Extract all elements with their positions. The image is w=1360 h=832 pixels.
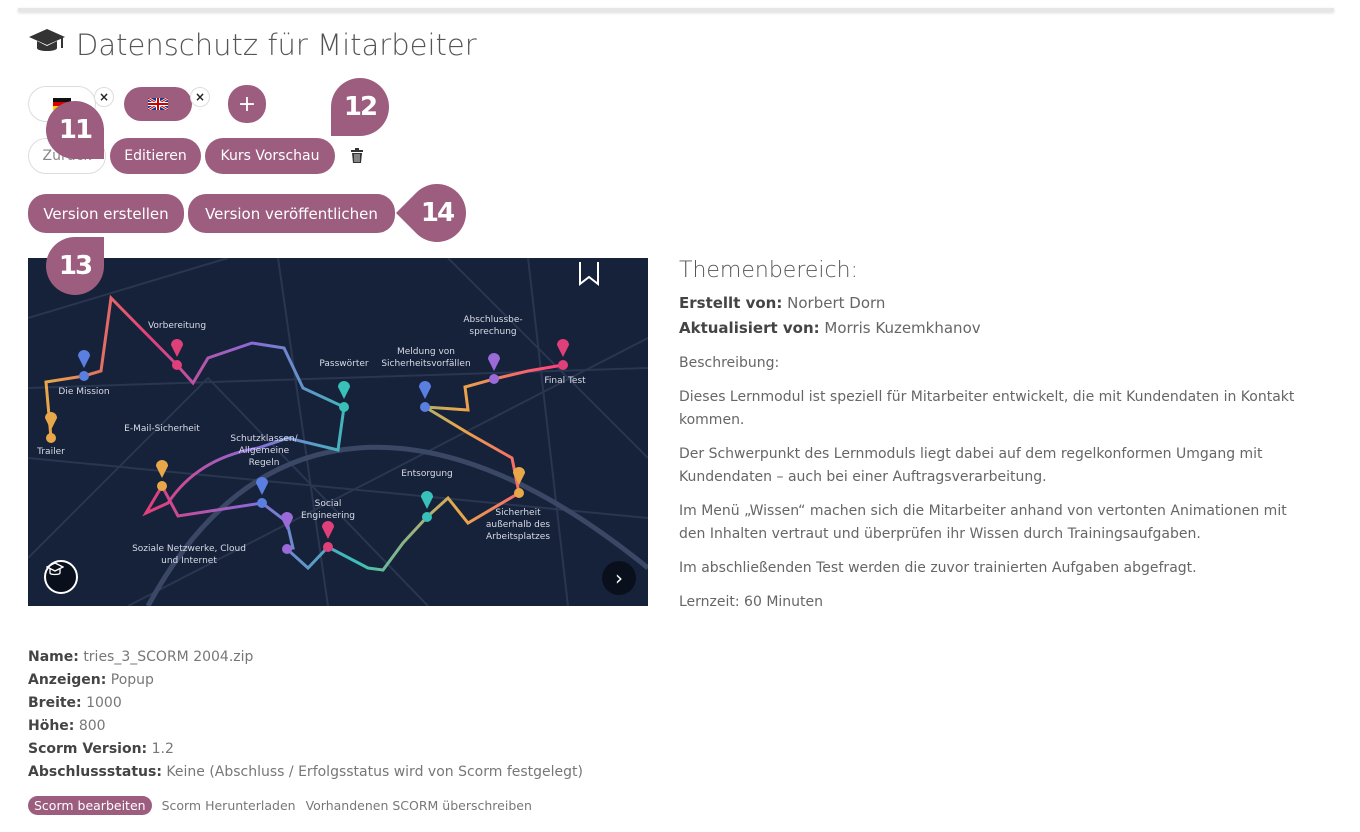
station-label: Arbeitsplatzes [485, 532, 551, 542]
station-label: Passwörter [319, 359, 369, 369]
annotation-marker-12 [331, 78, 389, 136]
station-label: Regeln [248, 458, 280, 468]
graduation-cap-icon [46, 562, 64, 576]
station-label: Vorbereitung [147, 321, 207, 331]
scorm-row-name: Name: tries_3_SCORM 2004.zip [28, 649, 254, 665]
scorm-row-display: Anzeigen: Popup [28, 672, 154, 688]
create-version-button[interactable]: Version erstellen [28, 194, 184, 233]
route-line [44, 294, 564, 572]
station-label: sprechung [469, 327, 517, 337]
course-details: Themenbereich: Erstellt von: Norbert Dor… [679, 258, 1309, 614]
remove-language-gb-button[interactable]: × [190, 87, 210, 107]
updated-by-label: Aktualisiert von: [679, 319, 820, 337]
page-title: Datenschutz für Mitarbeiter [28, 26, 477, 63]
station-label: Trailer [37, 447, 65, 457]
map-pins [45, 339, 569, 554]
download-scorm-link[interactable]: Scorm Herunterladen [161, 798, 296, 813]
annotation-number: 14 [420, 198, 455, 228]
remove-language-de-button[interactable]: × [94, 87, 114, 107]
description-paragraph: Dieses Lernmodul ist speziell für Mitarb… [679, 389, 1295, 428]
scorm-actions: Scorm bearbeiten Scorm Herunterladen Vor… [28, 796, 532, 815]
station-label: Soziale Netzwerke, Cloud [132, 544, 246, 554]
overwrite-scorm-link[interactable]: Vorhandenen SCORM überschreiben [305, 798, 532, 813]
add-language-button[interactable]: + [228, 85, 266, 123]
learning-time: Lernzeit: 60 Minuten [679, 594, 824, 610]
station-label: Schutzklassen/ [230, 434, 298, 444]
station-label: Social [314, 499, 342, 509]
description-paragraph: Der Schwerpunkt des Lernmoduls liegt dab… [679, 446, 1263, 485]
scorm-row-height: Höhe: 800 [28, 718, 106, 734]
route-map [28, 258, 648, 606]
station-label: und Internet [161, 556, 217, 566]
station-label: Allgemeine [238, 446, 290, 456]
page-title-text: Datenschutz für Mitarbeiter [76, 27, 477, 62]
annotation-number: 12 [343, 92, 378, 122]
station-label: Engineering [301, 511, 355, 521]
annotation-marker-13 [46, 237, 104, 295]
course-cover-image: Trailer Die Mission Vorbereitung E-Mail-… [28, 258, 648, 606]
station-label: außerhalb des [485, 520, 551, 530]
language-chip-gb[interactable] [124, 87, 192, 121]
station-label: Die Mission [58, 387, 110, 397]
updated-by-value: Morris Kuzemkhanov [824, 319, 981, 337]
scorm-info: Name: tries_3_SCORM 2004.zip Anzeigen: P… [28, 646, 583, 784]
course-preview-button[interactable]: Kurs Vorschau [205, 138, 335, 174]
next-slide-button[interactable]: › [602, 561, 636, 595]
description-label: Beschreibung: [679, 355, 780, 371]
scorm-row-version: Scorm Version: 1.2 [28, 741, 174, 757]
publish-version-button[interactable]: Version veröffentlichen [188, 194, 395, 233]
created-by-label: Erstellt von: [679, 294, 783, 312]
station-label: Meldung von [396, 347, 456, 357]
uk-flag-icon [148, 98, 168, 110]
topic-heading: Themenbereich: [679, 258, 858, 283]
edit-button[interactable]: Editieren [110, 138, 201, 174]
annotation-number: 13 [58, 251, 93, 281]
graduation-cap-icon [28, 26, 66, 63]
description-paragraph: Im Menü „Wissen“ machen sich die Mitarbe… [679, 503, 1287, 542]
bookmark-icon [579, 262, 599, 287]
annotation-number: 11 [58, 115, 93, 145]
station-label: Entsorgung [401, 469, 453, 479]
station-label: Abschlussbe- [463, 315, 523, 325]
station-label: Sicherheit [495, 508, 541, 518]
description-paragraph: Im abschließenden Test werden die zuvor … [679, 560, 1197, 576]
station-label: Final Test [544, 376, 586, 386]
scorm-row-width: Breite: 1000 [28, 695, 122, 711]
top-divider [18, 8, 1334, 12]
station-label: Sicherheitsvorfällen [381, 359, 471, 369]
created-by-value: Norbert Dorn [787, 294, 886, 312]
station-label: E-Mail-Sicherheit [124, 424, 200, 434]
course-home-button[interactable] [44, 560, 78, 594]
annotation-marker-11 [46, 101, 104, 159]
scorm-row-completion: Abschlussstatus: Keine (Abschluss / Erfo… [28, 764, 583, 780]
edit-scorm-button[interactable]: Scorm bearbeiten [28, 796, 152, 815]
trash-icon[interactable] [350, 148, 364, 167]
